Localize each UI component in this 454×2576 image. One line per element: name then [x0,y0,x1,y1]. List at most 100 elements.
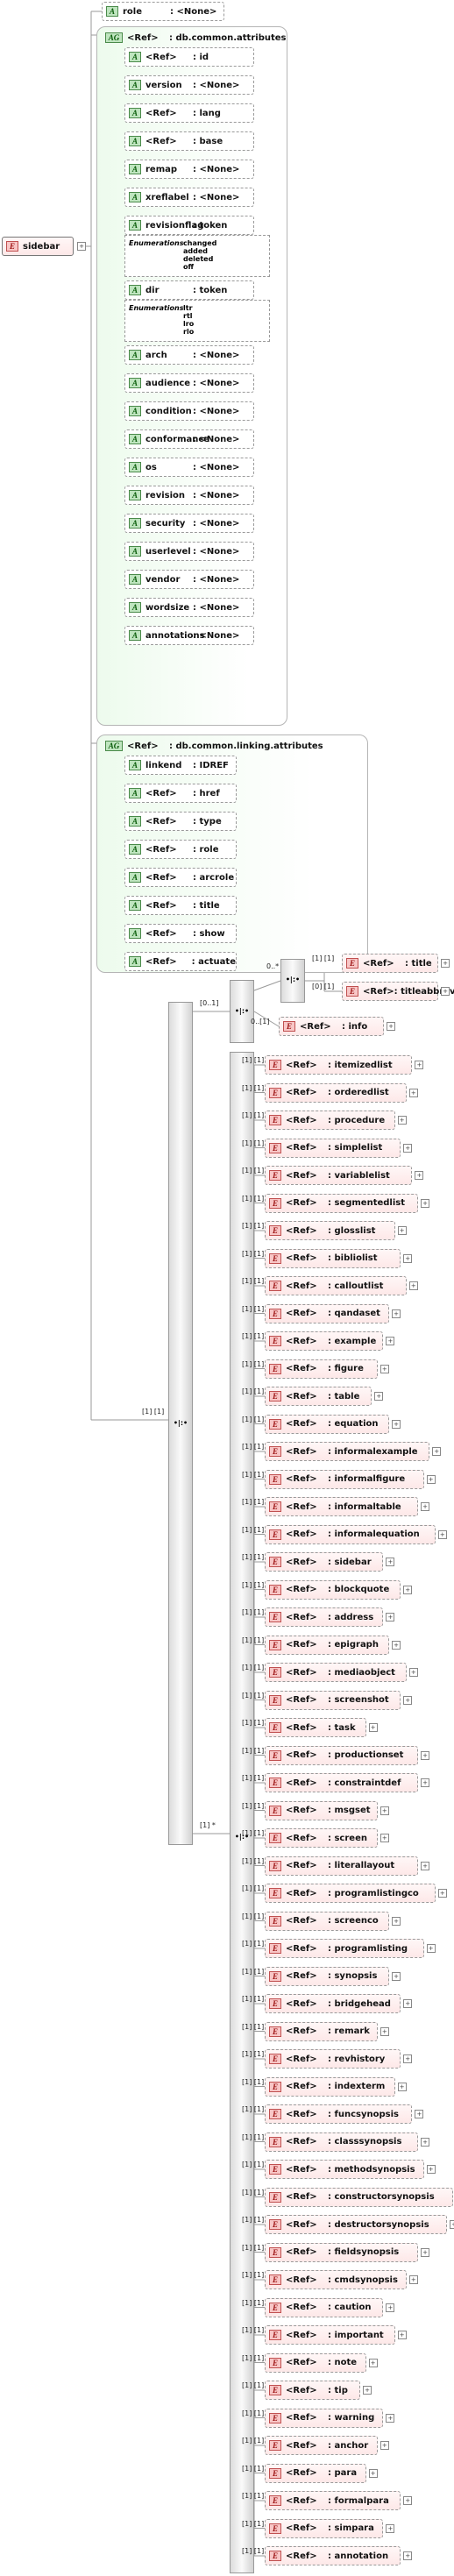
element-node[interactable]: E<Ref>: variablelist [265,1166,413,1185]
expand-element-button[interactable]: + [363,2386,372,2395]
element-node[interactable]: E<Ref>: classsynopsis [265,2132,418,2152]
attribute-node[interactable]: A<Ref>: lang [124,103,254,123]
expand-element-button[interactable]: + [368,1723,378,1732]
expand-element-button[interactable]: + [386,1558,395,1566]
element-node[interactable]: E<Ref>: constructorsynopsis [265,2187,453,2207]
element-node[interactable]: E<Ref>: fieldsynopsis [265,2242,418,2262]
element-node[interactable]: E<Ref>: example [265,1331,384,1351]
element-node[interactable]: E<Ref>: important [265,2325,395,2345]
expand-element-button[interactable]: + [368,2358,378,2367]
expand-element-button[interactable]: + [421,2137,429,2147]
attribute-role[interactable]: A role : <None> [102,2,224,21]
expand-element-button[interactable]: + [386,2303,395,2312]
expand-element-button[interactable]: + [415,2110,424,2118]
element-node[interactable]: E<Ref>: sidebar [265,1552,384,1572]
expand-element-button[interactable]: + [392,1640,401,1650]
expand-element-button[interactable]: + [408,2275,418,2284]
element-node[interactable]: E<Ref>: qandaset [265,1303,389,1323]
element-node[interactable]: E<Ref>: calloutlist [265,1276,407,1295]
element-node[interactable]: E<Ref>: synopsis [265,1966,389,1986]
attribute-node[interactable]: A<Ref>: role [124,840,237,859]
element-node[interactable]: E<Ref>: simpara [265,2518,384,2538]
expand-element-button[interactable]: + [426,1474,436,1484]
element-node[interactable]: E<Ref>: para [265,2463,366,2483]
expand-element-button[interactable]: + [421,1778,429,1787]
element-node[interactable]: E<Ref>: msgset [265,1800,378,1820]
expand-element-button[interactable]: + [432,1447,442,1456]
expand-element-button[interactable]: + [437,1889,447,1898]
element-node[interactable]: E<Ref>: epigraph [265,1635,389,1655]
element-node[interactable]: E<Ref>: literallayout [265,1856,418,1876]
element-node[interactable]: E<Ref>: simplelist [265,1138,401,1158]
expand-element-button[interactable]: + [421,1198,429,1208]
attribute-node[interactable]: A<Ref>: base [124,131,254,151]
element-node[interactable]: E<Ref>: segmentedlist [265,1193,418,1213]
element-node[interactable]: E<Ref>: warning [265,2408,384,2428]
element-node[interactable]: E<Ref>: task [265,1718,366,1737]
element-node[interactable]: E<Ref>: informalexample [265,1442,430,1461]
expand-element-button[interactable]: + [392,1971,401,1981]
element-node[interactable]: E<Ref>: methodsynopsis [265,2160,424,2179]
expand-element-button[interactable]: + [386,2523,395,2533]
element-node[interactable]: E<Ref>: programlisting [265,1939,424,1958]
expand-element-button[interactable]: + [415,1171,424,1180]
expand-element-button[interactable]: + [380,1806,389,1815]
element-node[interactable]: E<Ref>: anchor [265,2436,378,2455]
element-node[interactable]: E<Ref>: tip [265,2381,360,2400]
expand-element-button[interactable]: + [450,2220,454,2229]
expand-element-button[interactable]: + [403,1695,413,1705]
expand-element-button[interactable]: + [374,1392,384,1401]
expand-element-button[interactable]: + [386,1337,395,1345]
expand-element-button[interactable]: + [380,1834,389,1842]
element-node[interactable]: E<Ref>: bridgehead [265,1994,401,2013]
element-node[interactable]: E<Ref>: info [279,1017,384,1036]
expand-element-button[interactable]: + [421,1750,429,1760]
expand-element-button[interactable]: + [421,1502,429,1511]
element-node[interactable]: E<Ref>: table [265,1387,372,1406]
expand-element-button[interactable]: + [421,1861,429,1870]
element-node[interactable]: E<Ref>: blockquote [265,1579,401,1600]
expand-element-button[interactable]: + [392,1916,401,1926]
element-node[interactable]: E<Ref>: itemizedlist [265,1055,413,1075]
element-node[interactable]: E<Ref>: productionset [265,1745,418,1765]
expand-element-button[interactable]: + [426,2165,436,2174]
expand-element-button[interactable]: + [408,1668,418,1677]
expand-element-button[interactable]: + [437,1529,447,1539]
element-node[interactable]: E<Ref>: remark [265,2021,378,2041]
attribute-node[interactable]: A<Ref>: show [124,924,237,943]
attribute-node[interactable]: A<Ref>: arcrole [124,868,237,887]
element-node[interactable]: E<Ref>: programlistingco [265,1884,436,1903]
element-node[interactable]: E<Ref>: figure [265,1359,378,1379]
element-node[interactable]: E<Ref>: caution [265,2297,384,2317]
element-node[interactable]: E<Ref>: title [342,954,438,973]
expand-element-button[interactable]: + [408,1088,418,1097]
expand-element-button[interactable]: + [380,1364,389,1373]
expand-element-button[interactable]: + [415,1061,424,1069]
element-node[interactable]: E<Ref>: procedure [265,1111,395,1130]
element-node[interactable]: E<Ref>: cmdsynopsis [265,2270,407,2289]
element-node[interactable]: E<Ref>: destructorsynopsis [265,2215,447,2234]
expand-element-button[interactable]: + [441,959,450,968]
expand-element-button[interactable]: + [421,2247,429,2257]
expand-element-button[interactable]: + [403,2054,413,2063]
element-node[interactable]: E<Ref>: revhistory [265,2049,401,2069]
expand-element-button[interactable]: + [441,987,450,996]
element-node[interactable]: E<Ref>: orderedlist [265,1082,407,1103]
element-node[interactable]: E<Ref>: screenco [265,1911,389,1931]
expand-element-button[interactable]: + [397,2331,407,2339]
element-node[interactable]: E<Ref>: equation [265,1414,389,1434]
expand-element-button[interactable]: + [403,1585,413,1594]
attribute-node[interactable]: A<Ref>: title [124,896,237,915]
